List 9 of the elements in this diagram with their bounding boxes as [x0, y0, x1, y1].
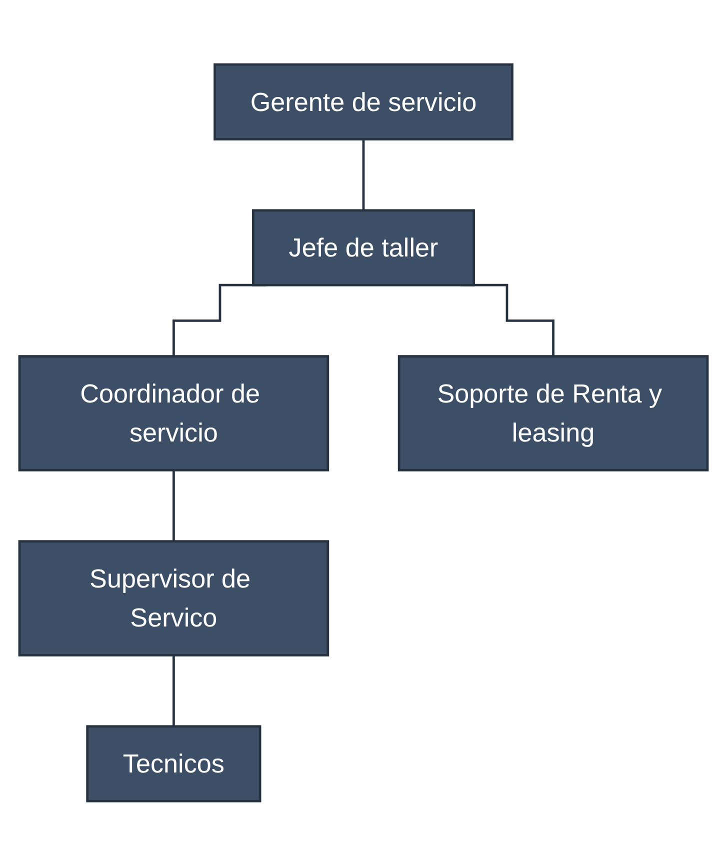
- connector: [172, 654, 175, 728]
- connector: [172, 468, 175, 542]
- node-box: Tecnicos: [86, 724, 262, 802]
- node-box: Soporte de Renta y leasing: [398, 354, 709, 472]
- connector: [362, 138, 365, 212]
- node-box: Gerente de servicio: [214, 62, 514, 140]
- node-box: Supervisor de Servico: [18, 540, 330, 656]
- node-box: Jefe de taller: [252, 208, 475, 286]
- node-box: Coordinador de servicio: [18, 354, 330, 472]
